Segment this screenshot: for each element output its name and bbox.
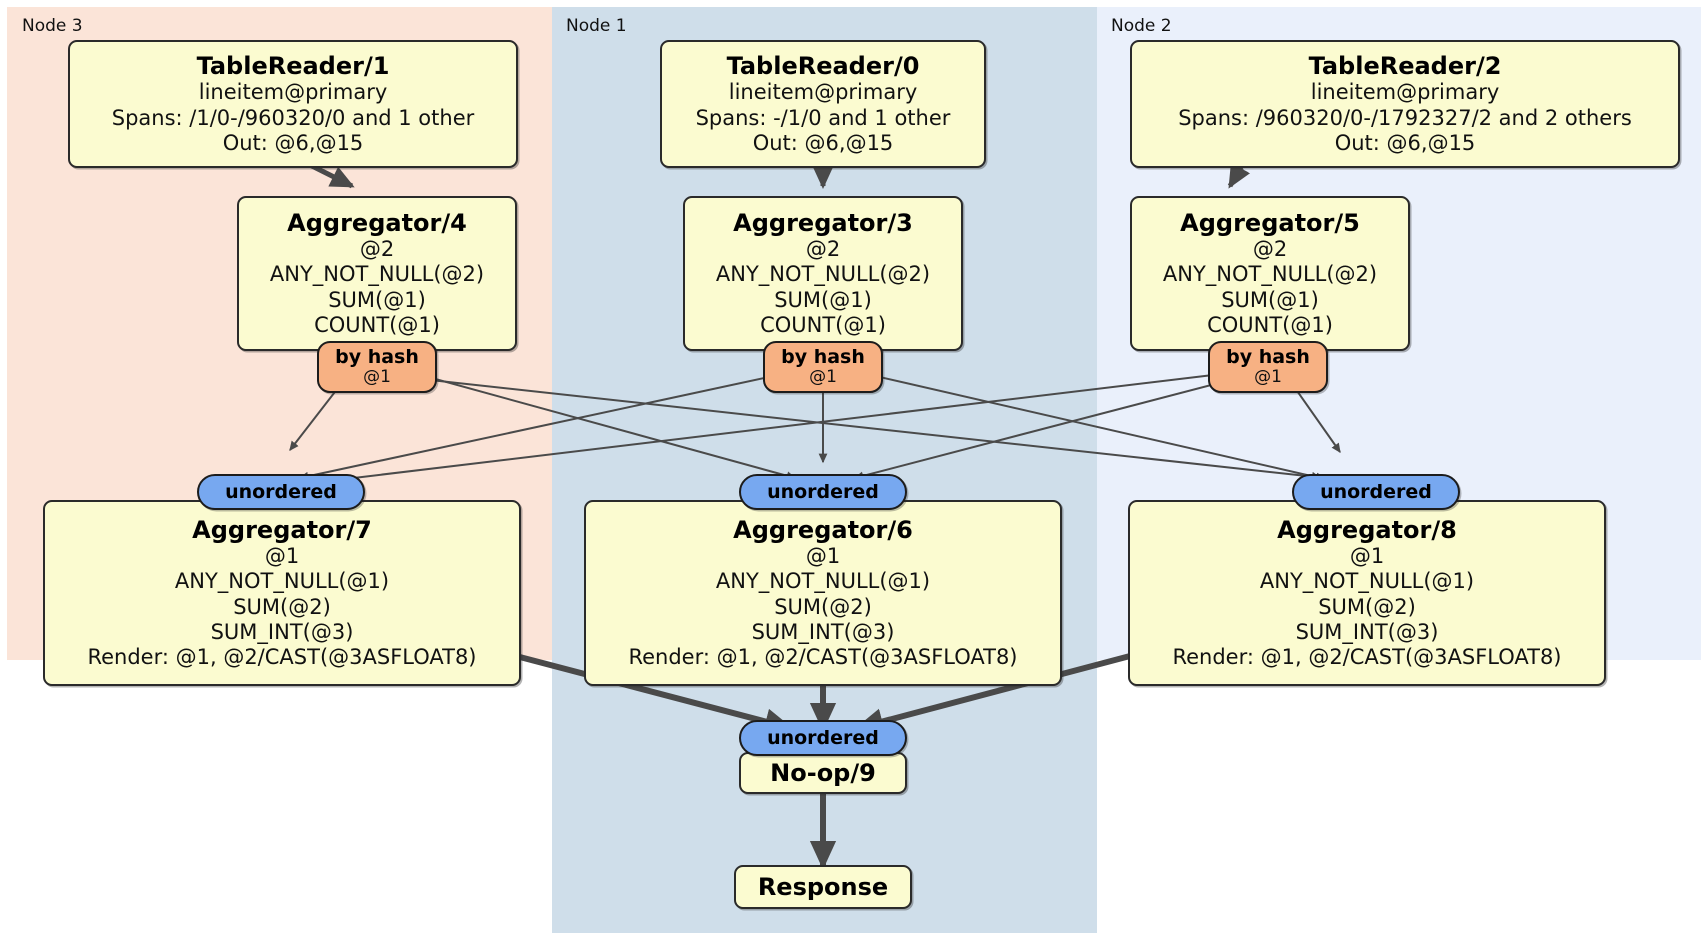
synchronizer-unordered-agg8[interactable]: unordered xyxy=(1292,474,1460,510)
synchronizer-unordered-agg6[interactable]: unordered xyxy=(739,474,907,510)
box-line: ANY_NOT_NULL(@2) xyxy=(1162,262,1378,287)
processor-aggregator-5[interactable]: Aggregator/5 @2 ANY_NOT_NULL(@2) SUM(@1)… xyxy=(1130,196,1410,351)
router-column: @1 xyxy=(809,367,837,388)
synchronizer-unordered-noop9[interactable]: unordered xyxy=(739,720,907,756)
node-label-node3: Node 3 xyxy=(22,16,83,36)
box-line: lineitem@primary xyxy=(198,80,388,105)
box-line: Spans: -/1/0 and 1 other xyxy=(695,105,951,130)
box-line: SUM(@1) xyxy=(774,287,872,312)
router-by-hash-agg3[interactable]: by hash @1 xyxy=(763,341,883,393)
box-line: SUM(@2) xyxy=(1318,594,1416,619)
box-line: ANY_NOT_NULL(@2) xyxy=(269,262,485,287)
synchronizer-unordered-agg7[interactable]: unordered xyxy=(197,474,365,510)
box-line: SUM_INT(@3) xyxy=(1295,619,1439,644)
sync-kind: unordered xyxy=(767,726,879,749)
box-line: Out: @6,@15 xyxy=(1334,130,1476,155)
node-label-node1: Node 1 xyxy=(566,16,627,36)
box-line: Spans: /960320/0-/1792327/2 and 2 others xyxy=(1178,105,1632,130)
box-title: Aggregator/3 xyxy=(733,208,913,237)
box-line: SUM(@1) xyxy=(1221,287,1319,312)
box-line: Render: @1, @2/CAST(@3ASFLOAT8) xyxy=(1172,644,1562,669)
box-line: COUNT(@1) xyxy=(314,312,440,337)
router-kind: by hash xyxy=(335,346,419,369)
box-line: @2 xyxy=(1252,237,1288,262)
router-by-hash-agg4[interactable]: by hash @1 xyxy=(317,341,437,393)
box-line: ANY_NOT_NULL(@2) xyxy=(715,262,931,287)
router-kind: by hash xyxy=(1226,346,1310,369)
box-title: TableReader/2 xyxy=(1308,52,1502,81)
box-title: TableReader/1 xyxy=(196,52,390,81)
processor-aggregator-6[interactable]: Aggregator/6 @1 ANY_NOT_NULL(@1) SUM(@2)… xyxy=(584,500,1062,686)
sync-kind: unordered xyxy=(767,480,879,503)
box-line: lineitem@primary xyxy=(1310,80,1500,105)
box-line: SUM(@2) xyxy=(774,594,872,619)
processor-aggregator-7[interactable]: Aggregator/7 @1 ANY_NOT_NULL(@1) SUM(@2)… xyxy=(43,500,521,686)
box-title: TableReader/0 xyxy=(726,52,920,81)
box-line: @2 xyxy=(805,237,841,262)
box-line: Render: @1, @2/CAST(@3ASFLOAT8) xyxy=(628,644,1018,669)
box-line: @1 xyxy=(264,544,300,569)
sync-kind: unordered xyxy=(1320,480,1432,503)
processor-table-reader-2[interactable]: TableReader/2 lineitem@primary Spans: /9… xyxy=(1130,40,1680,168)
box-title: Aggregator/8 xyxy=(1277,515,1457,544)
box-line: SUM(@1) xyxy=(328,287,426,312)
sync-kind: unordered xyxy=(225,480,337,503)
box-line: Out: @6,@15 xyxy=(222,130,364,155)
box-title: No-op/9 xyxy=(770,758,876,787)
processor-table-reader-0[interactable]: TableReader/0 lineitem@primary Spans: -/… xyxy=(660,40,986,168)
box-line: @1 xyxy=(805,544,841,569)
router-by-hash-agg5[interactable]: by hash @1 xyxy=(1208,341,1328,393)
processor-table-reader-1[interactable]: TableReader/1 lineitem@primary Spans: /1… xyxy=(68,40,518,168)
box-line: SUM_INT(@3) xyxy=(751,619,895,644)
box-title: Aggregator/6 xyxy=(733,515,913,544)
router-kind: by hash xyxy=(781,346,865,369)
node-label-node2: Node 2 xyxy=(1111,16,1172,36)
box-line: COUNT(@1) xyxy=(760,312,886,337)
box-line: ANY_NOT_NULL(@1) xyxy=(1259,569,1475,594)
box-line: ANY_NOT_NULL(@1) xyxy=(174,569,390,594)
router-column: @1 xyxy=(363,367,391,388)
box-title: Response xyxy=(757,872,889,901)
processor-noop-9[interactable]: No-op/9 xyxy=(739,752,907,794)
box-title: Aggregator/7 xyxy=(192,515,372,544)
box-line: COUNT(@1) xyxy=(1207,312,1333,337)
box-title: Aggregator/4 xyxy=(287,208,467,237)
router-column: @1 xyxy=(1254,367,1282,388)
box-line: SUM(@2) xyxy=(233,594,331,619)
box-line: @1 xyxy=(1349,544,1385,569)
processor-response[interactable]: Response xyxy=(734,865,912,909)
processor-aggregator-3[interactable]: Aggregator/3 @2 ANY_NOT_NULL(@2) SUM(@1)… xyxy=(683,196,963,351)
box-line: Out: @6,@15 xyxy=(752,130,894,155)
box-line: lineitem@primary xyxy=(728,80,918,105)
box-line: Spans: /1/0-/960320/0 and 1 other xyxy=(111,105,475,130)
box-line: Render: @1, @2/CAST(@3ASFLOAT8) xyxy=(87,644,477,669)
box-line: @2 xyxy=(359,237,395,262)
processor-aggregator-4[interactable]: Aggregator/4 @2 ANY_NOT_NULL(@2) SUM(@1)… xyxy=(237,196,517,351)
box-line: SUM_INT(@3) xyxy=(210,619,354,644)
box-title: Aggregator/5 xyxy=(1180,208,1360,237)
box-line: ANY_NOT_NULL(@1) xyxy=(715,569,931,594)
processor-aggregator-8[interactable]: Aggregator/8 @1 ANY_NOT_NULL(@1) SUM(@2)… xyxy=(1128,500,1606,686)
